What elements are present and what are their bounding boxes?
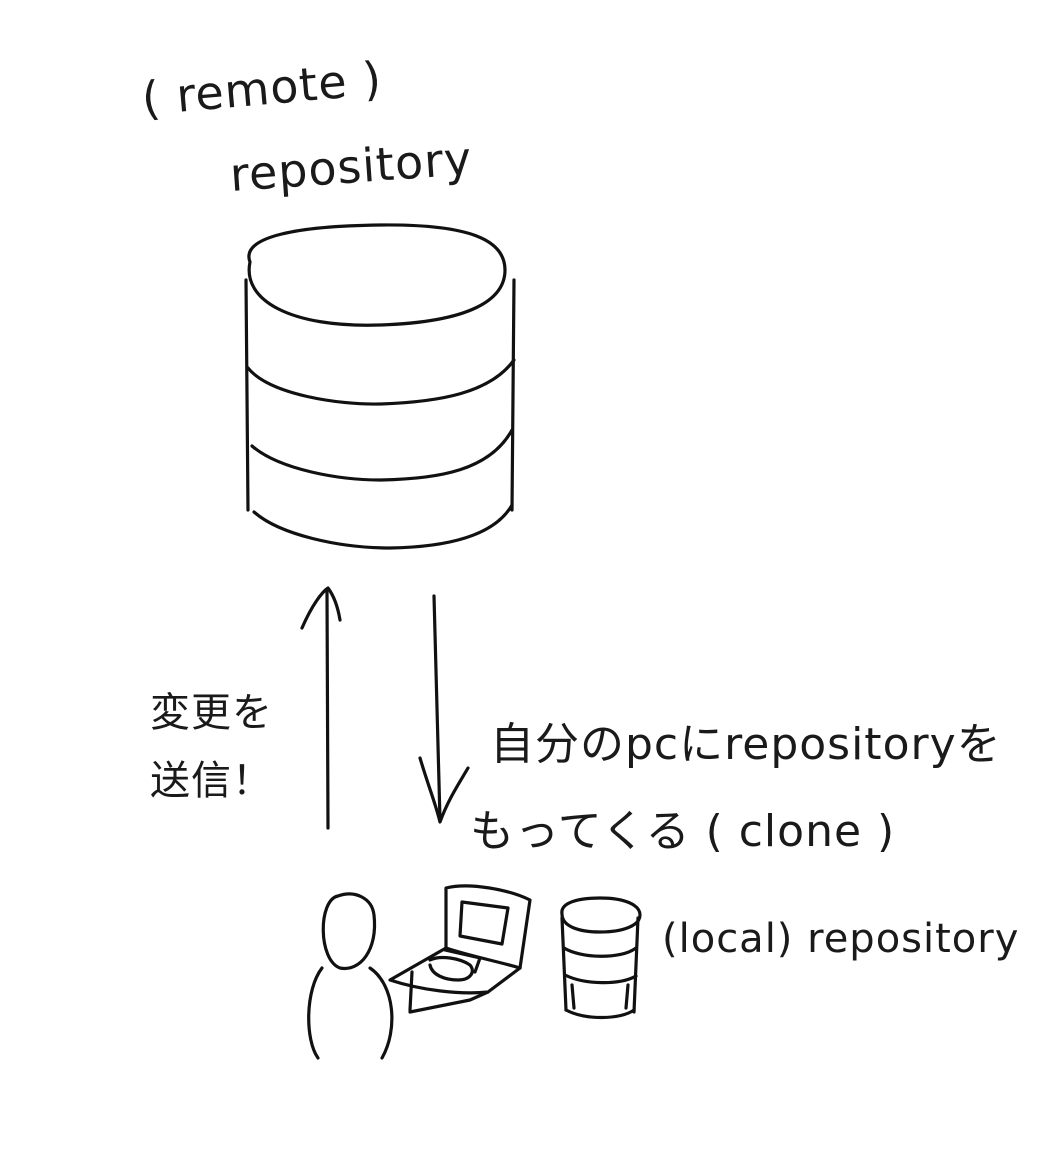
clone-label-line1: 自分のpcにrepositoryを	[490, 719, 1002, 770]
person-icon	[307, 892, 394, 1060]
clone-arrow-icon	[418, 594, 470, 824]
laptop-icon	[388, 884, 532, 1014]
clone-label-line2: もってくる ( clone )	[470, 806, 896, 857]
local-repository-label: (local) repository	[662, 916, 1020, 962]
local-repository-icon	[560, 896, 642, 1020]
push-label-line1: 変更を	[150, 690, 273, 736]
push-arrow-icon	[300, 586, 342, 830]
remote-repository-icon	[244, 223, 516, 550]
push-label-line2: 送信！	[150, 758, 273, 804]
